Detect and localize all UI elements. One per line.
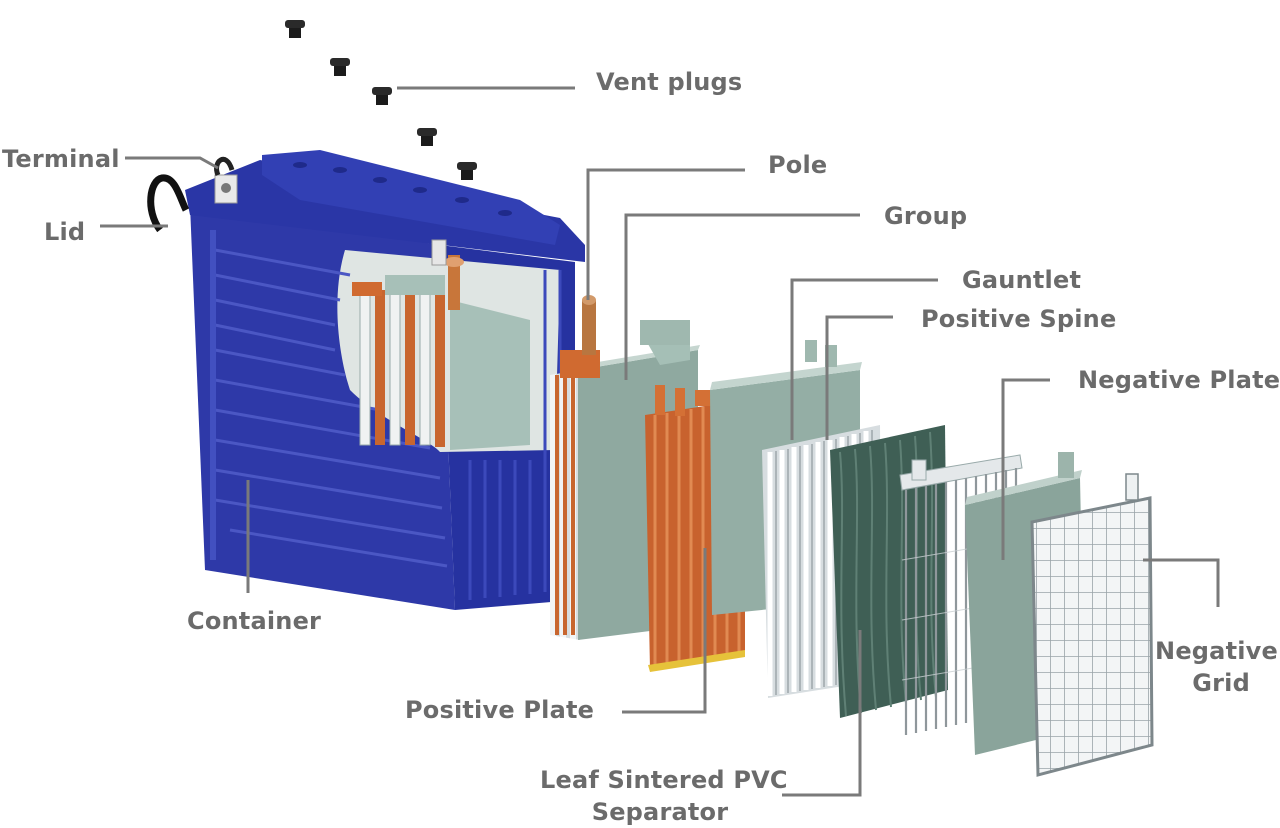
leader-pole xyxy=(586,168,745,300)
terminal-bracket xyxy=(214,156,238,204)
label-gauntlet: Gauntlet xyxy=(962,266,1082,294)
label-negative-plate: Negative Plate xyxy=(1078,366,1280,394)
leader-separator xyxy=(782,630,862,797)
label-lid: Lid xyxy=(44,218,86,246)
label-container: Container xyxy=(187,607,322,635)
handle xyxy=(147,174,190,233)
label-terminal: Terminal xyxy=(2,145,120,173)
terminal-post xyxy=(431,239,464,310)
negative-grid xyxy=(1030,473,1154,777)
leader-group xyxy=(624,213,860,380)
leader-gauntlet xyxy=(790,278,938,440)
label-separator-line1: Leaf Sintered PVC xyxy=(540,766,788,794)
label-negative-grid-line2: Grid xyxy=(1192,669,1250,697)
vent-plug xyxy=(417,128,437,146)
leader-negative-plate xyxy=(1001,378,1050,560)
internal-plates xyxy=(352,275,530,450)
vent-plug xyxy=(285,20,305,38)
label-group: Group xyxy=(884,202,968,230)
label-positive-spine: Positive Spine xyxy=(921,305,1117,333)
vent-plug xyxy=(372,87,392,105)
vent-plug xyxy=(330,58,350,76)
label-pole: Pole xyxy=(768,151,828,179)
leader-lines xyxy=(100,86,1220,797)
leader-terminal xyxy=(125,156,219,170)
vent-plugs-group xyxy=(285,20,477,180)
label-negative-grid-line1: Negative xyxy=(1155,637,1278,665)
vent-plug xyxy=(457,162,477,180)
leader-positive-plate xyxy=(622,548,707,714)
label-positive-plate: Positive Plate xyxy=(405,696,595,724)
pvc-separator xyxy=(830,425,948,718)
pole xyxy=(582,295,596,355)
leader-negative-grid xyxy=(1143,558,1220,607)
label-vent-plugs: Vent plugs xyxy=(596,68,743,96)
label-separator-line2: Separator xyxy=(591,798,729,826)
leader-positive-spine xyxy=(825,315,893,440)
battery-container xyxy=(147,150,585,610)
